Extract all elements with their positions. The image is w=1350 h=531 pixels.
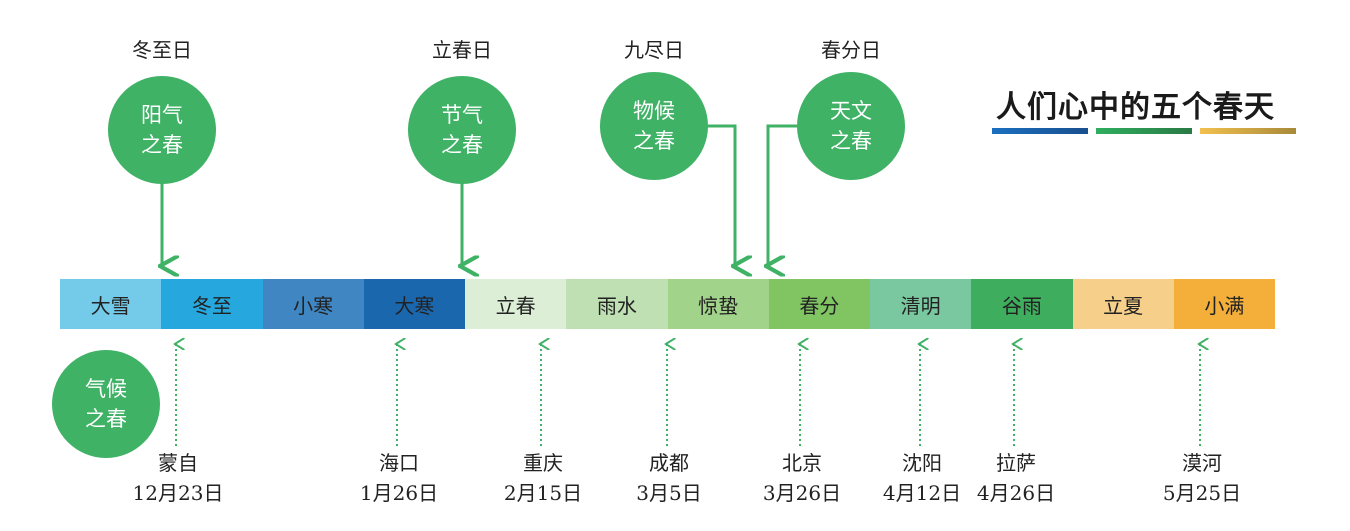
spring-top-label-jieqi: 立春日 xyxy=(432,38,492,62)
city-name: 漠河 xyxy=(1182,451,1222,475)
spring-top-label-wuhou: 九尽日 xyxy=(624,38,684,62)
city-label-shenyang: 沈阳 4月12日 xyxy=(862,448,982,508)
spring-circle-jieqi: 节气 之春 xyxy=(408,76,516,184)
city-label-chongqing: 重庆 2月15日 xyxy=(483,448,603,508)
solar-term-segment: 谷雨 xyxy=(971,279,1073,329)
city-name: 沈阳 xyxy=(902,451,942,475)
city-date: 12月23日 xyxy=(132,481,224,505)
spring-circle-yangqi: 阳气 之春 xyxy=(108,76,216,184)
spring-circle-wuhou: 物候 之春 xyxy=(600,72,708,180)
city-name: 重庆 xyxy=(523,451,563,475)
city-date: 4月26日 xyxy=(976,481,1056,505)
city-date: 4月12日 xyxy=(882,481,962,505)
title-bar-blue xyxy=(992,128,1088,134)
circle-line2: 之春 xyxy=(85,407,127,431)
city-name: 北京 xyxy=(782,451,822,475)
city-label-beijing: 北京 3月26日 xyxy=(742,448,862,508)
arrow-wuhou xyxy=(708,124,735,266)
title-bar-gold xyxy=(1200,128,1296,134)
spring-circle-qihou: 气候 之春 xyxy=(52,350,160,458)
solar-term-segment: 立夏 xyxy=(1072,279,1174,329)
city-date: 5月25日 xyxy=(1162,481,1242,505)
circle-line1: 天文 xyxy=(830,99,872,123)
solar-term-band: 大雪 冬至 小寒 大寒 立春 雨水 惊蛰 春分 清明 谷雨 立夏 小满 xyxy=(60,279,1275,329)
title-bar-green xyxy=(1096,128,1192,134)
circle-line1: 物候 xyxy=(633,99,675,123)
city-label-lasa: 拉萨 4月26日 xyxy=(956,448,1076,508)
circle-line2: 之春 xyxy=(633,129,675,153)
solar-term-segment: 惊蛰 xyxy=(667,279,769,329)
city-label-mohe: 漠河 5月25日 xyxy=(1142,448,1262,508)
diagram-title: 人们心中的五个春天 xyxy=(996,90,1275,125)
city-name: 蒙自 xyxy=(158,451,198,475)
circle-line2: 之春 xyxy=(830,129,872,153)
circle-line2: 之春 xyxy=(141,133,183,157)
spring-circle-tianwen: 天文 之春 xyxy=(797,72,905,180)
city-label-chengdu: 成都 3月5日 xyxy=(609,448,729,508)
city-date: 3月26日 xyxy=(762,481,842,505)
city-date: 2月15日 xyxy=(503,481,583,505)
solar-term-segment: 雨水 xyxy=(566,279,668,329)
solar-term-segment: 大雪 xyxy=(60,279,162,329)
solar-term-segment: 小满 xyxy=(1173,279,1275,329)
city-name: 成都 xyxy=(649,451,689,475)
city-name: 海口 xyxy=(379,451,419,475)
city-date: 3月5日 xyxy=(636,481,702,505)
city-date: 1月26日 xyxy=(359,481,439,505)
spring-top-label-tianwen: 春分日 xyxy=(821,38,881,62)
circle-line1: 阳气 xyxy=(141,103,183,127)
solar-term-segment: 立春 xyxy=(465,279,567,329)
solar-term-segment: 小寒 xyxy=(262,279,364,329)
city-name: 拉萨 xyxy=(996,451,1036,475)
solar-term-segment: 大寒 xyxy=(363,279,465,329)
circle-line2: 之春 xyxy=(441,133,483,157)
city-label-haikou: 海口 1月26日 xyxy=(339,448,459,508)
circle-line1: 节气 xyxy=(441,103,483,127)
spring-top-label-yangqi: 冬至日 xyxy=(132,38,192,62)
city-label-mengzi: 蒙自 12月23日 xyxy=(118,448,238,508)
solar-term-segment: 春分 xyxy=(768,279,870,329)
arrow-tianwen xyxy=(768,124,797,266)
circle-line1: 气候 xyxy=(85,377,127,401)
solar-term-segment: 冬至 xyxy=(161,279,263,329)
solar-term-segment: 清明 xyxy=(870,279,972,329)
